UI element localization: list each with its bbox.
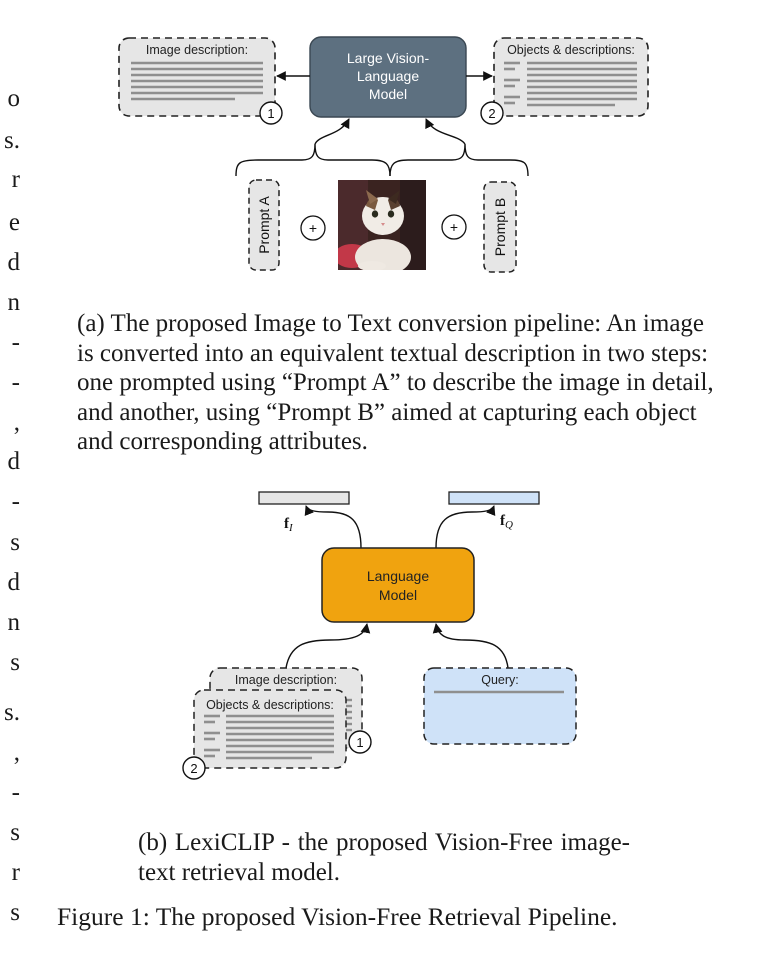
objects-descriptions-box-a: Objects & descriptions: 2 — [480, 37, 649, 125]
lm-label-line-2: Model — [379, 587, 417, 603]
margin-fragment: s — [10, 649, 20, 676]
margin-fragment: - — [11, 779, 20, 806]
plus-right-label: + — [450, 219, 458, 235]
lvlm-label-line-2: Language — [357, 68, 420, 84]
margin-fragment: d — [7, 249, 21, 276]
margin-fragment: s — [10, 899, 20, 926]
arrow-query-to-lm — [432, 623, 509, 669]
feature-bar-query — [448, 491, 540, 505]
plus-left-label: + — [309, 220, 317, 236]
badge-2-a — [480, 101, 504, 125]
caption-b: (b) LexiCLIP - the proposed Vision-Free … — [138, 829, 630, 886]
margin-fragment: - — [11, 329, 20, 356]
image-description-title-b: Image description: — [235, 673, 337, 687]
object-list-lines — [504, 61, 637, 107]
objects-descriptions-title-b: Objects & descriptions: — [206, 698, 334, 712]
lvlm-label-line-3: Model — [369, 86, 407, 102]
badge-2-b: 2 — [190, 761, 197, 776]
f-i-label: fI — [284, 516, 294, 534]
prompt-b-box: Prompt B — [483, 181, 517, 273]
badge-1-b: 1 — [356, 735, 363, 750]
arrow-lm-to-fq — [435, 505, 496, 549]
description-text-lines — [131, 61, 263, 101]
feature-bar-image — [258, 491, 350, 505]
bracket-left — [235, 143, 391, 177]
arrow-bracket-right-to-lvlm — [425, 118, 466, 145]
margin-fragment: e — [8, 209, 20, 236]
arrow-bracket-left-to-lvlm — [314, 118, 350, 145]
margin-fragment: , — [13, 739, 20, 766]
bracket-right — [389, 143, 529, 177]
margin-fragment: r — [11, 859, 20, 886]
caption-a: (a) The proposed Image to Text conversio… — [77, 310, 714, 455]
margin-fragment: s. — [4, 699, 20, 726]
figure-caption: Figure 1: The proposed Vision-Free Retri… — [57, 902, 618, 931]
margin-fragment: , — [13, 409, 20, 436]
plus-icon-right — [441, 214, 467, 240]
badge-2-a-label: 2 — [488, 106, 495, 121]
margin-fragment: - — [11, 488, 20, 515]
prompt-b-label: Prompt B — [492, 198, 508, 256]
arrow-descriptions-to-lm — [285, 623, 371, 669]
margin-fragment: s — [10, 819, 20, 846]
large-vision-language-model-box: Large Vision- Language Model — [309, 36, 467, 118]
lm-label-line-1: Language — [367, 568, 430, 584]
margin-fragment: s. — [4, 127, 20, 154]
image-description-title: Image description: — [146, 43, 248, 57]
prompt-a-box: Prompt A — [248, 179, 280, 271]
objects-descriptions-card-b: Objects & descriptions: 2 — [182, 689, 347, 780]
badge-1-a — [259, 101, 283, 125]
language-model-box: Language Model — [321, 547, 475, 623]
query-box: Query: — [423, 667, 577, 745]
margin-fragment: - — [11, 369, 20, 396]
margin-fragment: o — [7, 85, 21, 112]
image-description-box-a: Image description: 1 — [118, 37, 283, 125]
f-q-label: fQ — [500, 513, 513, 531]
objects-descriptions-title: Objects & descriptions: — [507, 43, 635, 57]
margin-fragment: n — [7, 609, 21, 636]
prompt-a-label: Prompt A — [256, 196, 272, 254]
margin-fragment: d — [7, 569, 21, 596]
query-title: Query: — [481, 673, 519, 687]
lvlm-label-line-1: Large Vision- — [347, 50, 430, 66]
arrow-lm-to-fi — [304, 505, 362, 549]
margin-fragment: s — [10, 529, 20, 556]
badge-1-a-label: 1 — [267, 106, 274, 121]
margin-fragment: d — [7, 448, 21, 475]
margin-fragment: n — [7, 289, 21, 316]
margin-fragment: r — [11, 166, 20, 193]
cat-photo-icon — [338, 180, 426, 270]
plus-icon-left — [300, 215, 326, 241]
